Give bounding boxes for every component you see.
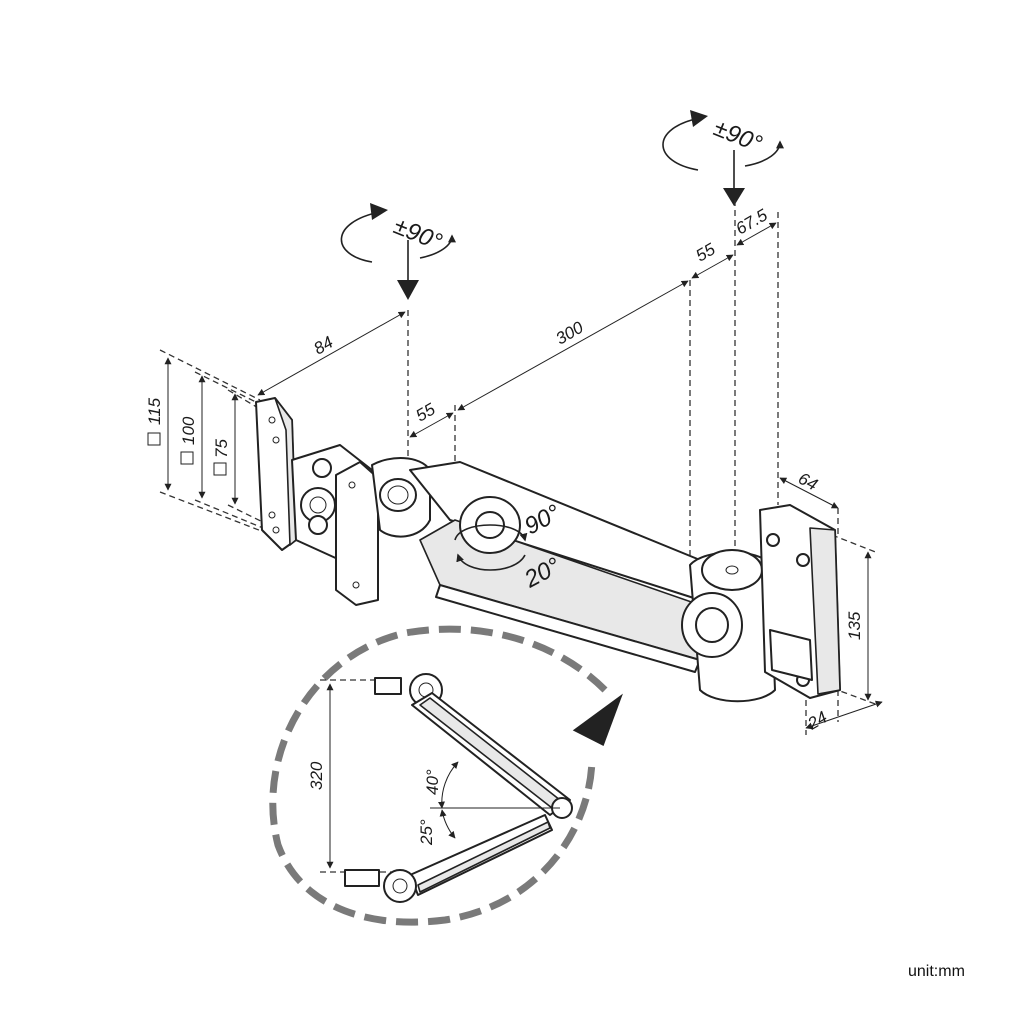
right-swivel-label: ±90° bbox=[710, 115, 766, 159]
left-swivel-label: ±90° bbox=[390, 213, 446, 257]
monitor-arm-body bbox=[255, 397, 841, 703]
left-swivel-rotation-icon bbox=[340, 203, 456, 300]
dim-55-right: 55 bbox=[693, 239, 719, 265]
dim-135: 135 bbox=[845, 611, 864, 640]
dim-67-5: 67.5 bbox=[733, 205, 772, 238]
dim-320: 320 bbox=[307, 761, 326, 790]
detail-angle-40: 40° bbox=[423, 769, 442, 795]
dim-64: 64 bbox=[795, 469, 821, 495]
right-swivel-rotation-icon bbox=[662, 110, 784, 206]
detail-angle-25: 25° bbox=[417, 819, 436, 846]
dim-300: 300 bbox=[553, 318, 588, 349]
dim-84: 84 bbox=[311, 333, 337, 359]
vesa-115: 115 bbox=[145, 397, 164, 425]
dim-55-left: 55 bbox=[413, 399, 439, 425]
vesa-75: 75 bbox=[212, 439, 231, 458]
vesa-100: 100 bbox=[179, 416, 198, 445]
height-adjust-detail bbox=[269, 625, 623, 926]
unit-label: unit:mm bbox=[908, 963, 965, 980]
dim-24: 24 bbox=[804, 708, 831, 734]
dimension-lines bbox=[257, 200, 883, 735]
